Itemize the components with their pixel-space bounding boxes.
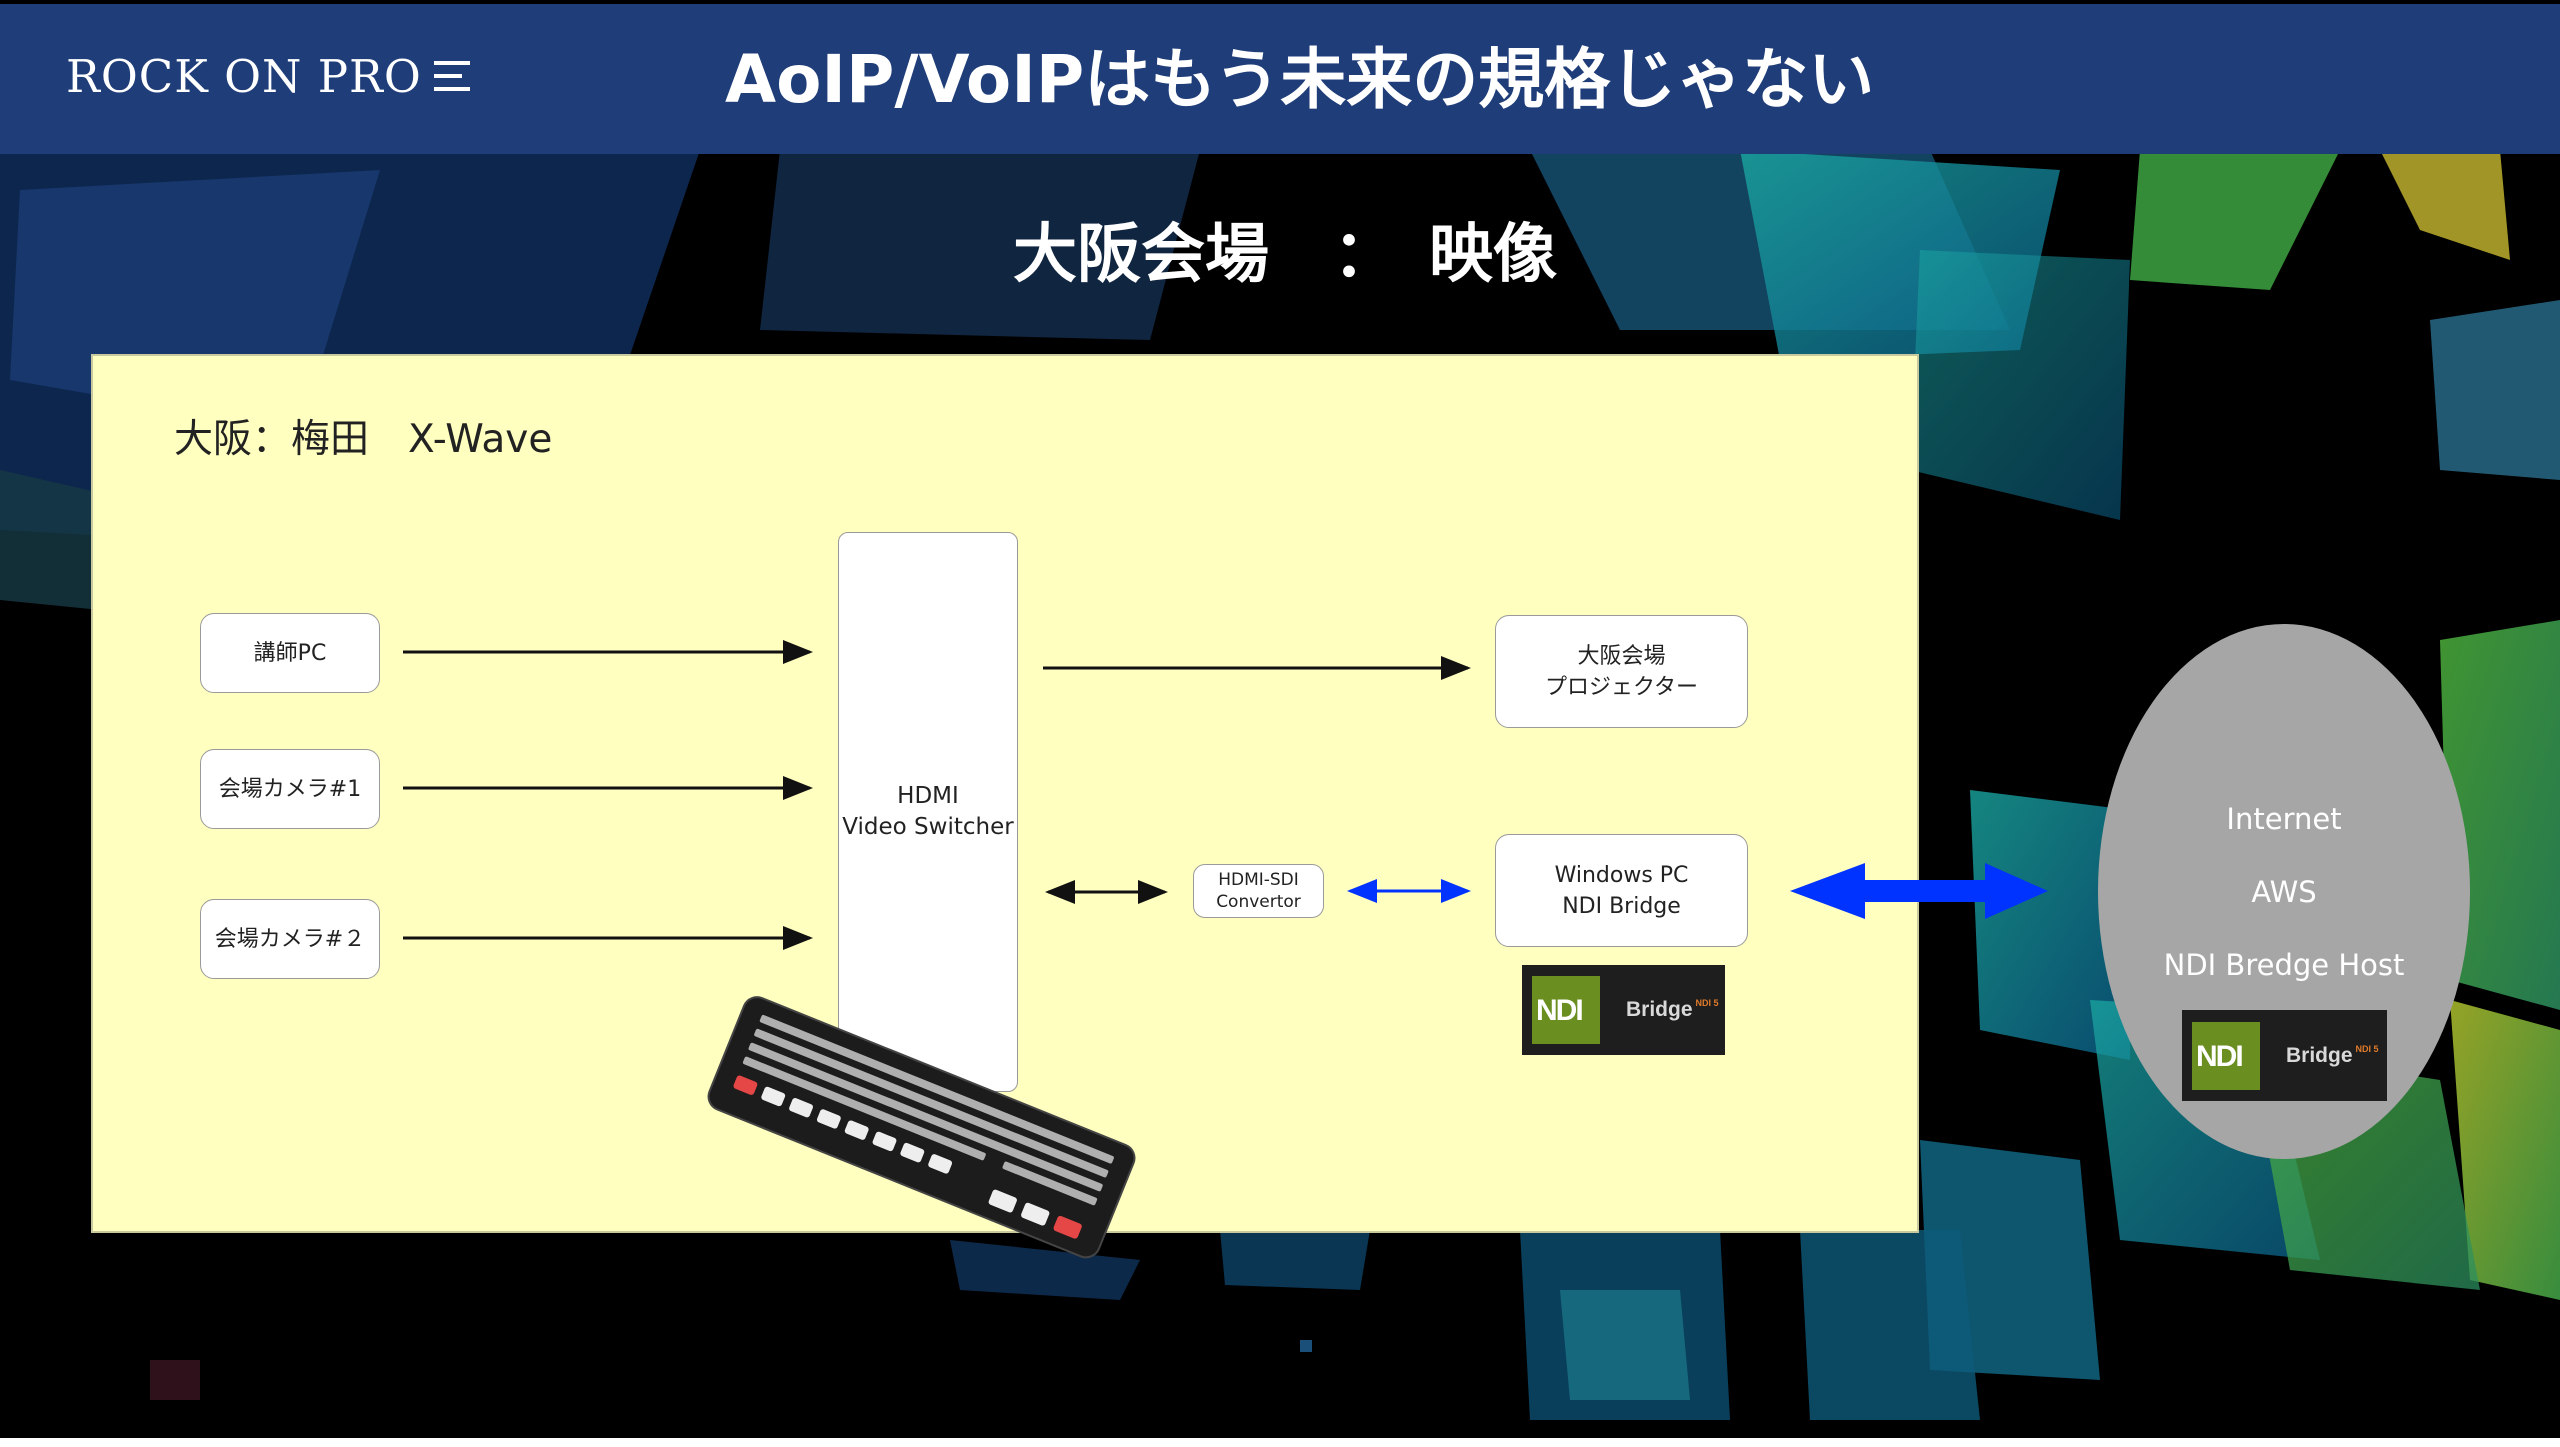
logo-mark-icon	[433, 61, 470, 91]
slide-title: AoIP/VoIPはもう未来の規格じゃない	[725, 41, 1875, 118]
header-bar	[0, 4, 2560, 154]
projector-box: 大阪会場 プロジェクター	[1495, 615, 1748, 728]
cloud-ndi-logo-label: Bridge	[2286, 1043, 2353, 1067]
input-box-lecturer-pc: 講師PC	[200, 613, 380, 693]
ndi-logo-label: Bridge	[1626, 998, 1693, 1021]
ndi-mark-icon: NDI	[1532, 976, 1600, 1044]
cloud-ndi-logo-badge: NDI 5	[2355, 1043, 2379, 1054]
ndi-logo-badge: NDI 5	[1695, 998, 1719, 1008]
input-box-camera-1: 会場カメラ#1	[200, 749, 380, 829]
video-switcher-box: HDMI Video Switcher	[838, 532, 1018, 1092]
input-box-camera-2: 会場カメラ#２	[200, 899, 380, 979]
converter-box: HDMI-SDI Convertor	[1193, 864, 1324, 918]
switcher-keyboard-image	[707, 996, 1136, 1259]
bottom-border	[0, 1438, 2560, 1447]
windows-pc-box: Windows PC NDI Bridge	[1495, 834, 1748, 947]
logo-text: ROCK ON PRO	[66, 49, 422, 103]
venue-label: 大阪：梅田 X-Wave	[174, 417, 553, 462]
cloud-line-internet: Internet	[2226, 802, 2342, 836]
brand-logo: ROCK ON PRO	[66, 46, 470, 106]
cloud-line-aws: AWS	[2251, 875, 2317, 909]
cloud-line-ndi-host: NDI Bredge Host	[2163, 948, 2405, 982]
ndi-mark-icon: NDI	[2192, 1021, 2260, 1090]
slide-subtitle: 大阪会場 ： 映像	[1013, 218, 1557, 292]
